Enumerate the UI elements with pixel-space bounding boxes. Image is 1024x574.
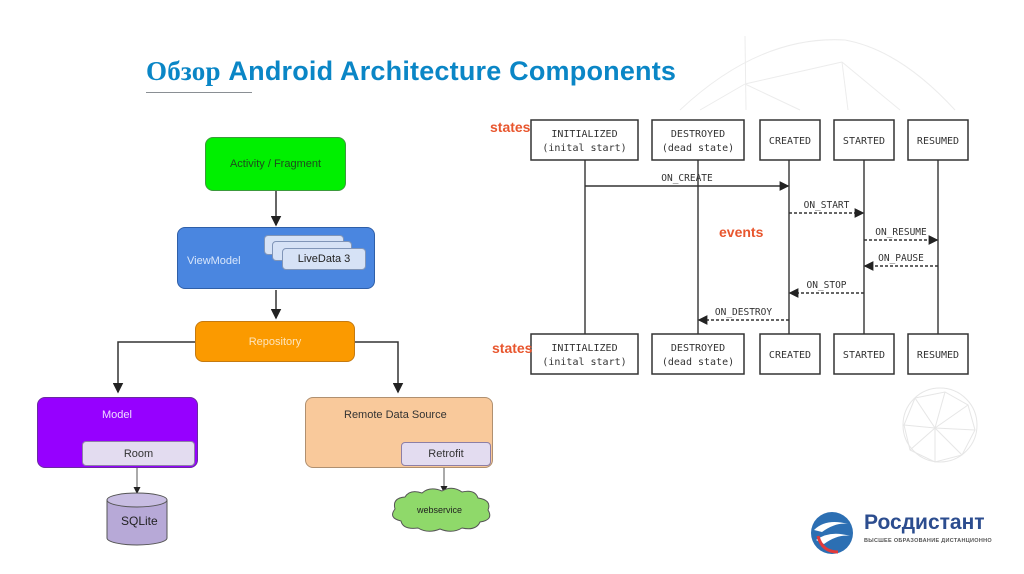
event-on-pause: ON_PAUSE bbox=[863, 253, 938, 271]
event-on-create: ON_CREATE bbox=[585, 173, 790, 191]
events-label: events bbox=[719, 224, 764, 240]
activity-fragment-label: Activity / Fragment bbox=[229, 158, 322, 170]
state-box-bottom-started: STARTED bbox=[833, 333, 895, 375]
retrofit-box: Retrofit bbox=[401, 442, 491, 466]
state-name: STARTED bbox=[843, 350, 885, 361]
slide-title: Обзор Android Architecture Components bbox=[146, 56, 676, 87]
repository-box: Repository bbox=[195, 321, 355, 362]
state-box-bottom-initialized: INITIALIZED (inital start) bbox=[530, 333, 639, 375]
brand-tagline: ВЫСШЕЕ ОБРАЗОВАНИЕ ДИСТАНЦИОННО bbox=[864, 538, 992, 544]
activity-fragment-box: Activity / Fragment bbox=[205, 137, 346, 191]
state-name: DESTROYED bbox=[671, 129, 725, 140]
state-box-top-initialized: INITIALIZED (inital start) bbox=[530, 119, 639, 161]
state-box-top-started: STARTED bbox=[833, 119, 895, 161]
state-subtitle: (dead state) bbox=[662, 357, 734, 368]
viewmodel-label: ViewModel bbox=[187, 255, 241, 267]
title-russian: Обзор bbox=[146, 56, 221, 86]
state-subtitle: (dead state) bbox=[662, 143, 734, 154]
state-name: CREATED bbox=[769, 350, 811, 361]
states-label-bottom: states bbox=[492, 340, 533, 356]
state-box-bottom-created: CREATED bbox=[759, 333, 821, 375]
event-on-resume: ON_RESUME bbox=[864, 227, 939, 245]
room-box: Room bbox=[82, 441, 195, 466]
state-name: RESUMED bbox=[917, 350, 959, 361]
event-label: ON_CREATE bbox=[661, 173, 713, 184]
repository-label: Repository bbox=[248, 335, 302, 348]
arrow-repository-model bbox=[112, 341, 195, 394]
model-label: Model bbox=[102, 409, 132, 421]
room-label: Room bbox=[123, 447, 154, 460]
livedata-box: LiveData 3 bbox=[282, 248, 366, 270]
state-box-top-created: CREATED bbox=[759, 119, 821, 161]
webservice-label: webservice bbox=[417, 505, 463, 515]
livedata-label: LiveData 3 bbox=[297, 253, 351, 265]
sqlite-label: SQLite bbox=[121, 514, 158, 528]
model-box: Model Room bbox=[37, 397, 198, 468]
event-label: ON_RESUME bbox=[875, 227, 927, 238]
arrow-repository-remote bbox=[355, 341, 404, 394]
rosdistant-logo-icon bbox=[811, 512, 853, 554]
remote-data-source-box: Remote Data Source Retrofit bbox=[305, 397, 493, 468]
state-box-bottom-destroyed: DESTROYED (dead state) bbox=[651, 333, 745, 375]
brand-name: Росдистант bbox=[864, 511, 985, 534]
state-name: INITIALIZED bbox=[551, 343, 617, 354]
state-name: INITIALIZED bbox=[551, 129, 617, 140]
webservice-cloud-icon bbox=[392, 487, 491, 532]
event-on-destroy: ON_DESTROY bbox=[697, 307, 789, 325]
event-label: ON_STOP bbox=[806, 280, 846, 291]
state-name: CREATED bbox=[769, 136, 811, 147]
event-label: ON_DESTROY bbox=[715, 307, 772, 318]
state-box-top-destroyed: DESTROYED (dead state) bbox=[651, 119, 745, 161]
event-label: ON_PAUSE bbox=[878, 253, 924, 264]
remote-data-source-label: Remote Data Source bbox=[344, 409, 447, 421]
title-underline bbox=[146, 92, 252, 93]
state-subtitle: (inital start) bbox=[542, 143, 626, 154]
state-name: STARTED bbox=[843, 136, 885, 147]
state-name: DESTROYED bbox=[671, 343, 725, 354]
sqlite-database-icon bbox=[106, 492, 168, 546]
event-on-start: ON_START bbox=[789, 200, 865, 218]
event-label: ON_START bbox=[804, 200, 850, 211]
states-label-top: states bbox=[490, 119, 531, 135]
retrofit-label: Retrofit bbox=[428, 448, 464, 460]
event-on-stop: ON_STOP bbox=[788, 280, 864, 298]
viewmodel-box: ViewModel LiveData 3 bbox=[177, 227, 375, 289]
state-box-bottom-resumed: RESUMED bbox=[907, 333, 969, 375]
title-english: Android Architecture Components bbox=[228, 56, 677, 86]
state-subtitle: (inital start) bbox=[542, 357, 626, 368]
state-name: RESUMED bbox=[917, 136, 959, 147]
state-box-top-resumed: RESUMED bbox=[907, 119, 969, 161]
